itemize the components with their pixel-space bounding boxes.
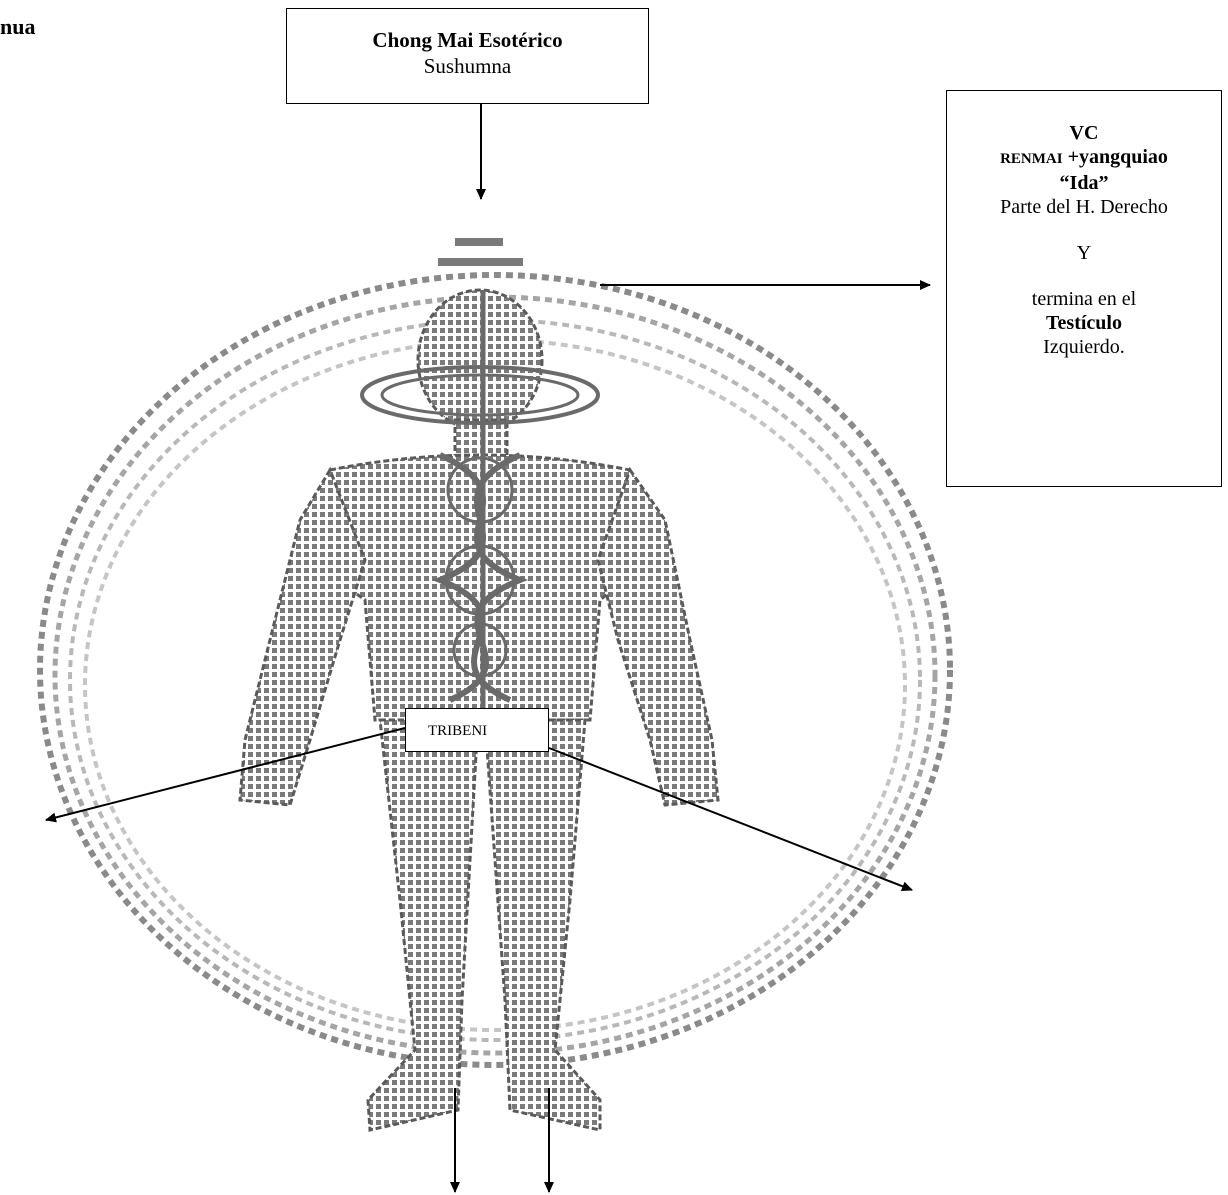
vc-line7: Testículo [947, 311, 1221, 335]
vc-line2: RENMAI +yangquiao [947, 145, 1221, 171]
vc-line1: VC [947, 121, 1221, 145]
arrow-tribeni-right [549, 748, 912, 890]
vc-line2-rest: +yangquiao [1063, 146, 1168, 168]
vc-label-box: VC RENMAI +yangquiao “Ida” Parte del H. … [946, 90, 1222, 487]
head-label-marks [438, 238, 523, 266]
vc-line3: “Ida” [947, 171, 1221, 195]
vc-line8: Izquierdo. [947, 335, 1221, 359]
tribeni-label: TRIBENI [428, 723, 487, 739]
tribeni-label-box: TRIBENI [405, 708, 549, 752]
vc-line2-caps: RENMAI [1000, 151, 1063, 167]
vc-line6: termina en el [947, 287, 1221, 311]
chong-mai-label-box: Chong Mai Esotérico Sushumna [286, 8, 649, 104]
vc-line5: Y [947, 241, 1221, 265]
chong-title: Chong Mai Esotérico [287, 27, 648, 53]
vc-line4: Parte del H. Derecho [947, 195, 1221, 219]
chong-subtitle: Sushumna [287, 53, 648, 79]
